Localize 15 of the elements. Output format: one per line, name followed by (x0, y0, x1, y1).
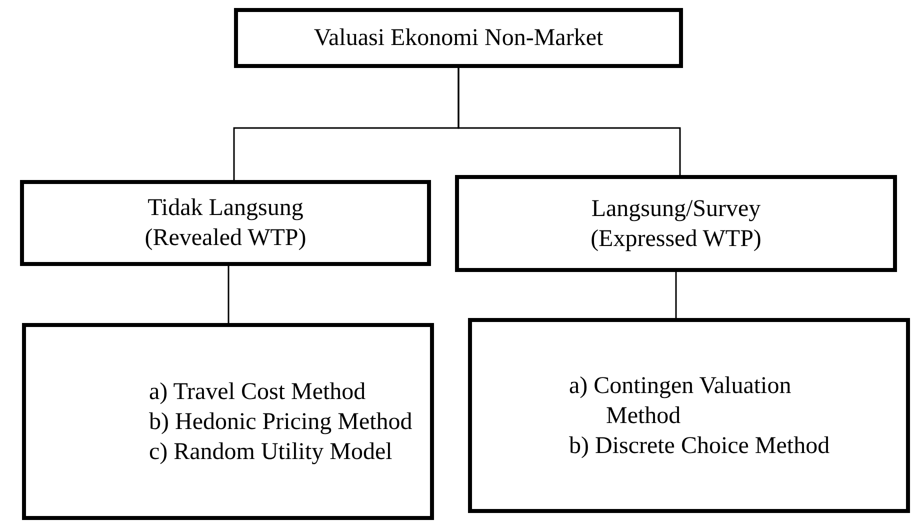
method-item: b) Hedonic Pricing Method (149, 408, 414, 436)
title-box (234, 8, 683, 68)
category-text: Tidak Langsung (Revealed WTP) (144, 194, 308, 253)
method-list-box (22, 323, 434, 520)
method-item: b) Discrete Choice Method (569, 432, 831, 460)
connector-line (675, 272, 677, 318)
method-item: a) Travel Cost Method (149, 378, 367, 406)
connector-line (228, 266, 230, 323)
category-box (20, 180, 431, 266)
method-item: c) Random Utility Model (149, 438, 394, 466)
title-text: Valuasi Ekonomi Non-Market (314, 24, 604, 53)
category-box (455, 175, 897, 272)
category-text: Langsung/Survey (Expressed WTP) (590, 194, 762, 254)
method-list-box (468, 318, 910, 513)
connector-line (458, 68, 681, 175)
